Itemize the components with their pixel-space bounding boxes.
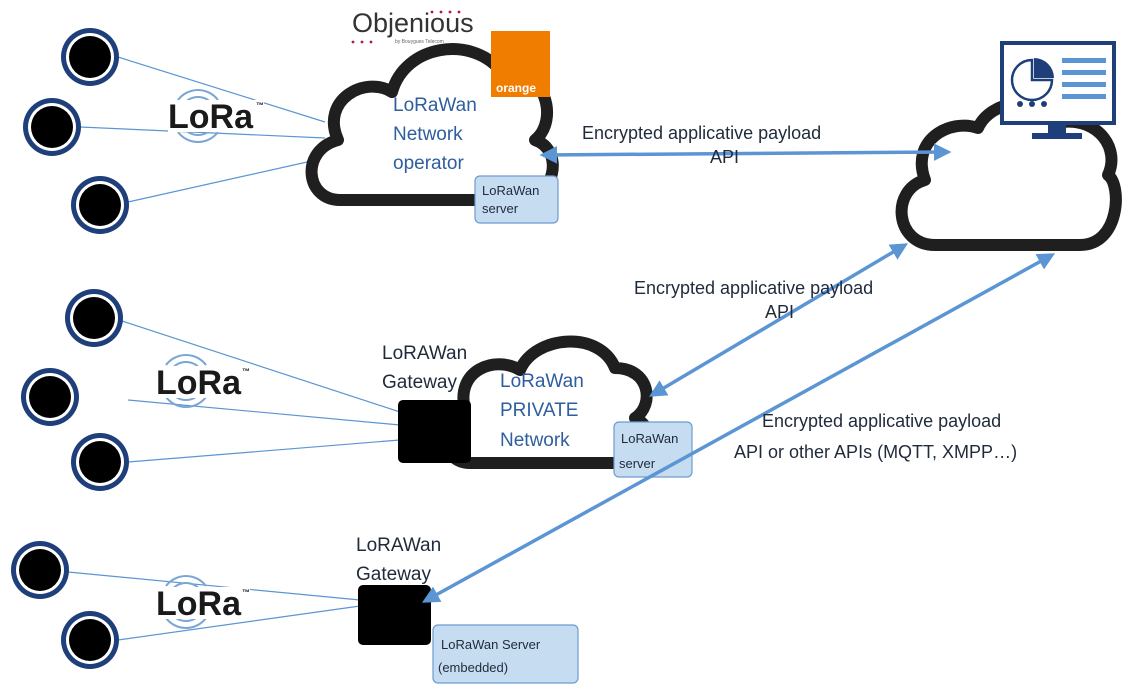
- lorawan-gateway: [358, 585, 431, 645]
- cloud-label-line3: Network: [500, 430, 570, 451]
- orange-logo-text: orange: [496, 81, 536, 95]
- end-device-node: [11, 541, 69, 599]
- lora-logo: LoRa ™: [156, 354, 250, 408]
- api-arrow-top: [539, 143, 952, 164]
- link-line: [117, 605, 361, 641]
- lora-logo: LoRa ™: [156, 575, 250, 629]
- api-label-bot-line1: Encrypted applicative payload: [762, 411, 1001, 431]
- orange-logo: orange: [491, 31, 550, 97]
- server-label-line2: server: [619, 456, 656, 471]
- gateway-label-line1: LoRAWan: [356, 535, 441, 556]
- api-label-mid-line2: API: [765, 302, 794, 322]
- lora-logo-text: LoRa: [156, 364, 242, 402]
- end-device-node: [61, 611, 119, 669]
- link-line: [127, 399, 401, 426]
- api-label-top-line1: Encrypted applicative payload: [582, 123, 821, 143]
- end-device-node: [21, 368, 79, 426]
- lora-trademark: ™: [242, 588, 250, 597]
- gateway-label-line1: LoRAWan: [382, 343, 467, 364]
- server-label-line1: LoRaWan: [621, 431, 678, 446]
- cloud-label-line1: LoRaWan: [500, 371, 584, 392]
- lorawan-server-box: [474, 175, 559, 224]
- server-label-line2: (embedded): [438, 660, 508, 675]
- cloud-label-line3: operator: [393, 153, 464, 174]
- end-device-node: [71, 176, 129, 234]
- api-label-top-line2: API: [710, 147, 739, 167]
- lora-logo-text: LoRa: [168, 98, 254, 136]
- end-device-node: [23, 98, 81, 156]
- server-label-line1: LoRaWan: [482, 183, 539, 198]
- cloud-label-line2: PRIVATE: [500, 400, 578, 421]
- api-label-mid-line1: Encrypted applicative payload: [634, 278, 873, 298]
- cloud-label-line2: Network: [393, 124, 463, 145]
- link-line: [117, 56, 326, 123]
- link-line: [79, 126, 326, 139]
- objenious-tagline: by Bouygues Telecom: [395, 39, 444, 45]
- api-label-bot-line2: API or other APIs (MQTT, XMPP…): [734, 442, 1017, 462]
- lora-trademark: ™: [256, 101, 264, 110]
- lora-logo: LoRa ™: [168, 89, 264, 143]
- end-device-node: [65, 289, 123, 347]
- server-label-line1: LoRaWan Server: [441, 637, 541, 652]
- objenious-logo-text: Objenious: [352, 8, 474, 38]
- server-label-line2: server: [482, 201, 519, 216]
- lorawan-gateway: [398, 400, 471, 463]
- monitor-icon: [1000, 41, 1116, 139]
- lora-trademark: ™: [242, 367, 250, 376]
- api-arrow-bottom: [421, 253, 1056, 603]
- link-line: [127, 157, 326, 203]
- link-line: [67, 571, 361, 601]
- lora-logo-text: LoRa: [156, 585, 242, 623]
- end-device-node: [71, 433, 129, 491]
- link-line: [127, 439, 401, 463]
- gateway-label-line2: Gateway: [382, 372, 457, 393]
- cloud-label-line1: LoRaWan: [393, 95, 477, 116]
- objenious-logo: Objenious by Bouygues Telecom: [351, 8, 474, 45]
- gateway-label-line2: Gateway: [356, 564, 431, 585]
- lorawan-embedded-server-box: [432, 624, 579, 684]
- end-device-node: [61, 28, 119, 86]
- link-line: [121, 320, 401, 413]
